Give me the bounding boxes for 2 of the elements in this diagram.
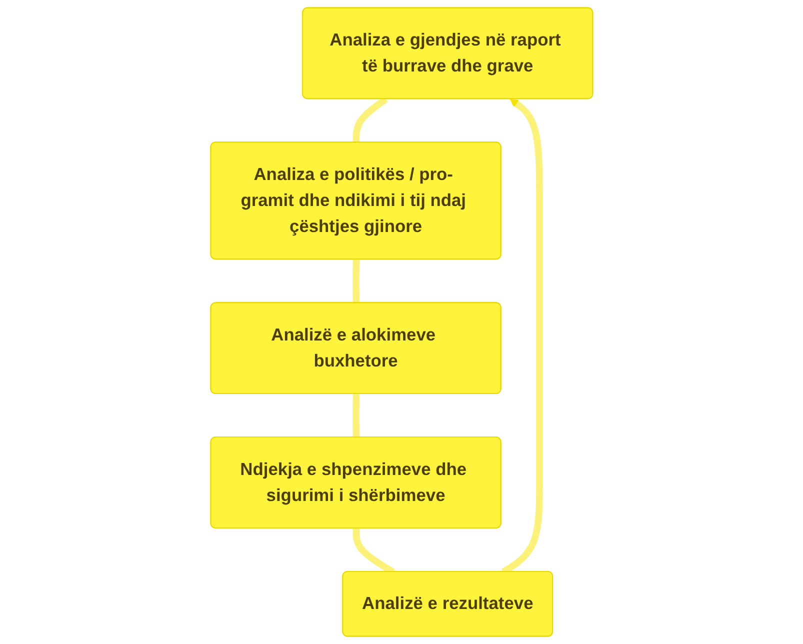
connector xyxy=(352,394,360,438)
connector xyxy=(352,260,360,304)
